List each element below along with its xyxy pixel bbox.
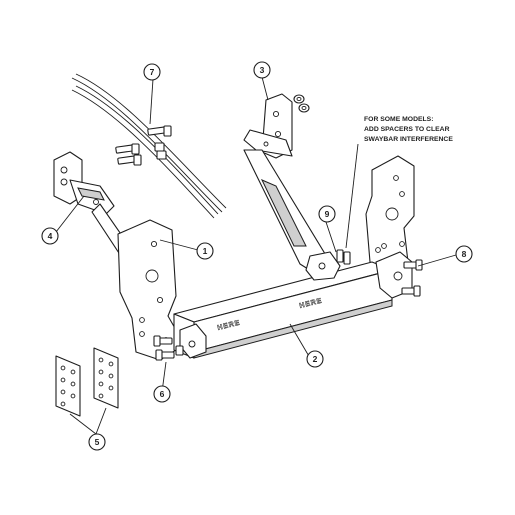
receiver-cross-tube: HERE HERE	[173, 251, 413, 359]
nut-icon	[298, 103, 310, 113]
spacer-icon	[336, 249, 351, 265]
left-hardware	[153, 335, 184, 361]
note-line-3: SWAYBAR INTERFERENCE	[364, 136, 453, 143]
callout-6: 6	[153, 385, 171, 403]
callout-9: 9	[318, 205, 336, 223]
nut-icon	[175, 345, 184, 356]
note-line-1: FOR SOME MODELS:	[364, 116, 433, 123]
spacer-set	[305, 249, 351, 281]
nut-pair	[293, 94, 310, 113]
callout-3: 3	[253, 61, 271, 79]
callout-5: 5	[88, 433, 106, 451]
nut-icon	[154, 142, 167, 160]
bolt-set	[115, 125, 172, 166]
svg-text:9: 9	[325, 209, 330, 219]
callout-1: 1	[196, 242, 214, 260]
callout-8: 8	[455, 245, 473, 263]
shim-plates	[55, 347, 119, 417]
right-mount-bracket	[243, 93, 331, 275]
svg-text:7: 7	[150, 67, 155, 77]
nut-icon	[293, 94, 305, 104]
bolt-icon	[153, 335, 173, 347]
svg-text:4: 4	[48, 231, 53, 241]
svg-text:5: 5	[95, 437, 100, 447]
note-line-2: ADD SPACERS TO CLEAR	[364, 126, 450, 133]
bolt-icon	[147, 125, 172, 137]
right-side-plate	[365, 155, 415, 273]
bolt-icon	[401, 285, 421, 297]
bolt-icon	[403, 259, 423, 271]
svg-text:3: 3	[260, 65, 265, 75]
bolt-icon	[155, 349, 175, 361]
shim-plate	[93, 347, 119, 409]
svg-text:8: 8	[462, 249, 467, 259]
callout-2: 2	[306, 350, 324, 368]
svg-text:1: 1	[203, 246, 208, 256]
svg-text:2: 2	[313, 354, 318, 364]
callout-7: 7	[143, 63, 161, 81]
bolt-icon	[117, 154, 142, 166]
wire-harness	[71, 73, 227, 219]
shim-plate	[55, 355, 81, 417]
bolt-icon	[115, 143, 140, 155]
svg-text:6: 6	[160, 389, 165, 399]
right-hardware	[375, 241, 423, 297]
spacer-note: FOR SOME MODELS: ADD SPACERS TO CLEAR SW…	[364, 116, 453, 143]
callout-4: 4	[41, 227, 59, 245]
